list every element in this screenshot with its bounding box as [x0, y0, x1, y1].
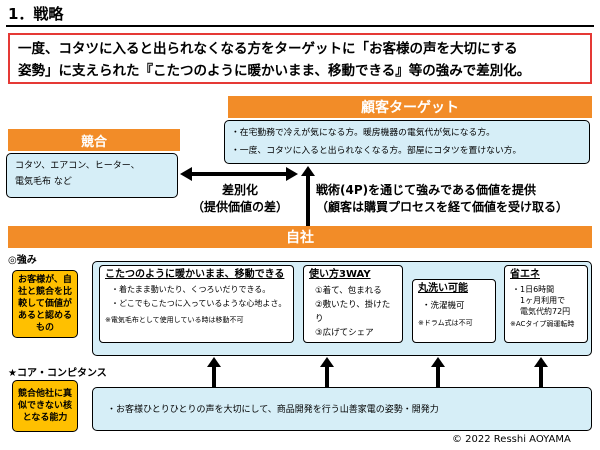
strength-card-note: ※ACタイプ弱運転時: [510, 320, 575, 328]
strength-card-line: ①着て、包まれる: [315, 286, 382, 296]
core-to-strength-arrowhead-icon: [534, 357, 548, 367]
differentiation-line-2: （提供価値の差）: [191, 200, 288, 214]
strength-card-3way: 使い方3WAY ①着て、包まれる ②敷いたり、掛けたり ③広げてシェア: [303, 265, 403, 343]
differentiation-label: 差別化 （提供価値の差）: [184, 182, 296, 216]
strength-card-title: こたつのように暖かいまま、移動できる: [105, 269, 285, 280]
core-to-strength-arrowhead-icon: [320, 357, 334, 367]
core-competence-box: ・お客様ひとりひとりの声を大切にして、商品開発を行う山善家電の姿勢・開発力: [92, 387, 592, 431]
title-underline: [6, 25, 594, 27]
strength-card-line: ・洗濯機可: [422, 301, 465, 311]
tactics-line-1: 戦術(4P)を通じて強みである価値を提供: [316, 183, 536, 197]
strength-card-energy-saving: 省エネ ・1日6時間 1ヶ月利用で 電気代約72円 ※ACタイプ弱運転時: [504, 265, 588, 343]
strength-card-warm-mobile: こたつのように暖かいまま、移動できる ・着たまま動いたり、くつろいだりできる。 …: [99, 265, 294, 343]
headline-line-1: 一度、コタツに入ると出られなくなる方をターゲットに「お客様の声を大切にする: [18, 41, 518, 57]
strength-card-line: 1ヶ月利用で: [520, 296, 566, 305]
core-competence-label: ★コア・コンピタンス: [8, 368, 107, 379]
strength-card-title: 省エネ: [510, 269, 540, 280]
competitor-box: コタツ、エアコン、ヒーター、 電気毛布 など: [6, 153, 178, 198]
competitor-header: 競合: [8, 129, 180, 151]
target-header: 顧客ターゲット: [228, 96, 592, 118]
strength-card-title: 使い方3WAY: [309, 269, 371, 280]
company-header: 自社: [8, 226, 592, 248]
copyright: © 2022 Resshi AOYAMA: [452, 434, 571, 445]
core-to-strength-arrow-shaft: [539, 366, 543, 387]
competitor-text-line-2: 電気毛布 など: [15, 177, 72, 187]
differentiation-line-1: 差別化: [221, 183, 258, 197]
core-to-strength-arrow-shaft: [436, 366, 440, 387]
company-to-target-arrow-shaft: [306, 176, 310, 226]
differentiation-double-arrow-icon: [180, 167, 298, 181]
strength-card-line: ・着たまま動いたり、くつろいだりできる。: [111, 285, 271, 294]
core-to-strength-arrowhead-icon: [207, 357, 221, 367]
core-to-strength-arrowhead-icon: [431, 357, 445, 367]
strength-card-note: ※ドラム式は不可: [418, 319, 473, 327]
tactics-text: 戦術(4P)を通じて強みである価値を提供 （顧客は購買プロセスを経て価値を受け取…: [316, 182, 598, 216]
target-item: ・在宅勤務で冷えが気になる方。暖房機器の電気代が気になる方。: [231, 128, 495, 138]
strength-card-line: ・どこでもこたつに入っているような心地よさ。: [111, 299, 287, 308]
company-to-target-arrowhead-icon: [301, 166, 315, 176]
strength-card-title: 丸洗い可能: [418, 283, 468, 294]
strength-card-line: ③広げてシェア: [315, 328, 374, 338]
competitor-text-line-1: コタツ、エアコン、ヒーター、: [15, 161, 140, 171]
headline-line-2: 姿勢」に支えられた『こたつのように暖かいまま、移動できる』等の強みで差別化。: [18, 63, 531, 79]
target-item: ・一度、コタツに入ると出られなくなる方。部屋にコタツを置けない方。: [231, 146, 522, 156]
core-to-strength-arrow-shaft: [325, 366, 329, 387]
strength-card-line: ・1日6時間: [512, 285, 555, 294]
page-title: 1．戦略: [8, 5, 64, 23]
strengths-label: ◎強み: [8, 255, 37, 266]
strength-card-line: ②敷いたり、掛けたり: [315, 300, 391, 324]
strength-card-note: ※電気毛布として使用している時は移動不可: [105, 316, 244, 324]
strength-card-washable: 丸洗い可能 ・洗濯機可 ※ドラム式は不可: [412, 279, 496, 343]
core-competence-definition-box: 競合他社に真似できない核となる能力: [12, 380, 78, 432]
target-box: ・在宅勤務で冷えが気になる方。暖房機器の電気代が気になる方。 ・一度、コタツに入…: [224, 120, 590, 164]
strength-card-line: 電気代約72円: [520, 307, 571, 316]
tactics-line-2: （顧客は購買プロセスを経て価値を受け取る）: [316, 200, 569, 214]
strengths-definition-box: お客様が、自社と競合を比較して価値があると認めるもの: [12, 270, 78, 338]
core-to-strength-arrow-shaft: [212, 366, 216, 387]
strategy-headline: 一度、コタツに入ると出られなくなる方をターゲットに「お客様の声を大切にする 姿勢…: [8, 33, 592, 84]
